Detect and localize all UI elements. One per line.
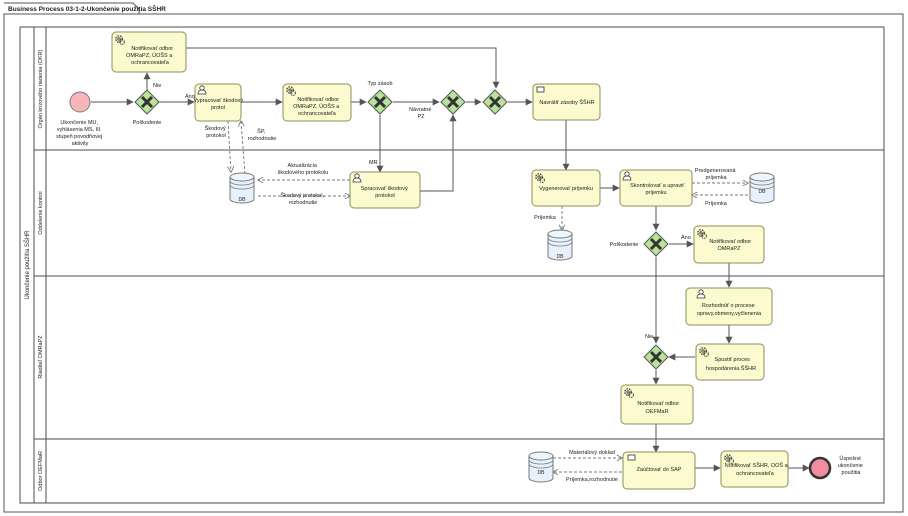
data-associations <box>228 121 748 472</box>
label-prijemka2: Príjemka <box>705 201 728 207</box>
assoc-skodovy-protokol <box>228 120 231 172</box>
gateway-merge-3[interactable] <box>642 343 670 371</box>
lane-label-omrapz: Riaditeľ OMRaPZ <box>38 335 44 379</box>
task-vypracovat-skodovy-protokol[interactable]: Vypracovať škodový protol <box>193 83 244 122</box>
flow-spracovat-to-merge <box>420 114 457 192</box>
label-skodovy-protokol: Škodový protokol <box>205 125 228 139</box>
data-store-db-2[interactable]: DB <box>547 229 573 261</box>
label-ano-1: Áno <box>185 93 195 100</box>
diagram-frame <box>3 13 904 513</box>
task-label: Notifikovať odbor OMRaPZ, ÚOŠS a ochranc… <box>293 97 341 117</box>
label-navratne-pz: Návratné PZ <box>409 107 433 120</box>
data-store-db-4[interactable]: DB <box>528 451 554 483</box>
task-label: Spustiť proces hospodárenia ŠŠHR <box>706 357 756 372</box>
data-store-label: DB <box>557 254 565 260</box>
gateway-merge-2[interactable] <box>481 88 509 116</box>
task-label: Vypracovať škodový protol <box>193 98 244 111</box>
task-label: Vygenerovať príjemku <box>539 186 593 192</box>
lane-label-kontrol: Oddelenie kontrol <box>38 191 44 234</box>
task-spracovat-skodovy-protokol[interactable]: Spracovať škodový protokol <box>349 171 421 209</box>
pool <box>19 26 885 504</box>
task-notify-oefmar[interactable]: Notifikovať odbor OEFMaR <box>620 384 694 425</box>
end-event-label: Úspešné ukončenie použitia <box>838 455 865 476</box>
task-label: Notifikovať odbor OMRaPZ, ÚOŠS a ochranc… <box>126 46 175 66</box>
task-label: Skontrolovať a upraviť príjemku <box>630 183 686 196</box>
task-label: Notifikovať odbor OEFMaR <box>637 401 680 415</box>
gateway-poskodenie-2-label: Poškodenie <box>610 242 639 248</box>
gateway-poskodenie-1[interactable] <box>133 88 161 116</box>
task-notify-omrapz-uoss-okr[interactable]: Notifikovať odbor OMRaPZ, ÚOŠS a ochranc… <box>282 83 352 122</box>
data-store-label: DB <box>538 470 546 476</box>
title-tab <box>4 2 140 14</box>
assoc-sp-rozhodnutie <box>241 121 246 175</box>
gateway-merge-1[interactable] <box>439 88 467 116</box>
task-vygenerovat-prijemku[interactable]: Vygenerovať príjemku <box>531 169 601 207</box>
flow-notify-top-to-merge <box>186 47 500 89</box>
task-skontrolovat-prijemku[interactable]: Skontrolovať a upraviť príjemku <box>619 169 693 207</box>
label-aktualizacia: Aktualizácia škodového protokolu <box>278 163 329 176</box>
start-event[interactable] <box>69 91 91 113</box>
task-label: Notifikovať SŠHR, OOŠ a ochrancovateľa <box>725 462 789 477</box>
script-icon <box>627 454 636 461</box>
script-icon <box>536 86 545 93</box>
label-prijemka: Príjemka <box>534 215 557 221</box>
data-store-label: DB <box>239 197 247 203</box>
diagram-title: Business Process 03-1-2-Ukončenie použit… <box>8 4 166 13</box>
task-label: Notifikovať odbor OMRaPZ <box>709 239 752 252</box>
task-notify-omrapz-uoss-top[interactable]: Notifikovať odbor OMRaPZ, ÚOŠS a ochranc… <box>111 31 187 73</box>
start-event-label: Ukončenie MU, vyhlásenia MS, III. stupeň… <box>56 120 104 147</box>
task-navratit-zasoby[interactable]: Navrátiť zásoby ŠŠHR <box>532 83 601 121</box>
pool-label: Ukončenie použitia SŠHR <box>24 230 31 300</box>
data-store-db-1[interactable]: DB <box>229 172 255 204</box>
task-notify-sshr-oos[interactable]: Notifikovať SŠHR, OOŠ a ochrancovateľa <box>720 450 789 488</box>
label-skodovy-rozhodnutie: Škodový protokol, rozhodnutie <box>280 192 325 206</box>
task-rozhodnut-o-procese[interactable]: Rozhodnúť o procese opravy,obmeny,vyčlen… <box>685 287 773 326</box>
label-ano-2: Áno <box>681 234 691 241</box>
task-label: Zaúčtovať do SAP <box>637 467 682 473</box>
lane-label-oefmar: Odbor OEFMaR <box>38 451 44 491</box>
flow-labels: Nie Áno MR Návratné PZ Áno Nie Škodový p… <box>153 83 737 483</box>
label-prijemka-rozhodnutie: Príjemka,rozhodnutie <box>566 477 618 483</box>
label-mr: MR <box>369 160 378 166</box>
task-label: Spracovať škodový protokol <box>361 186 410 199</box>
task-label: Navrátiť zásoby ŠŠHR <box>539 99 594 106</box>
lane-label-okr: Orgán krízového riadenia (OKR) <box>38 49 44 128</box>
end-event[interactable] <box>808 456 832 480</box>
sequence-flows <box>91 47 810 472</box>
task-zauctovat-do-sap[interactable]: Zaúčtovať do SAP <box>622 451 696 490</box>
label-predgenerovana: Predgenerovaná príjemka <box>695 168 737 181</box>
label-sp-rozhodnutie: ŠP, rozhodnutie <box>248 128 277 142</box>
gateway-poskodenie-1-label: Poškodenie <box>133 120 162 126</box>
task-notify-omrapz[interactable]: Notifikovať odbor OMRaPZ <box>693 225 765 264</box>
data-store-label: DB <box>759 189 767 195</box>
task-spustit-proces[interactable]: Spustiť proces hospodárenia ŠŠHR <box>695 343 765 381</box>
label-nie-top: Nie <box>153 83 161 89</box>
gateway-poskodenie-2[interactable] <box>642 230 670 258</box>
label-materialovy: Materiálový doklad <box>569 450 615 456</box>
gateway-typ-zasob-label: Typ zásob <box>367 81 392 87</box>
data-store-db-3[interactable]: DB <box>749 172 775 204</box>
label-nie-2: Nie <box>645 334 653 340</box>
gateway-typ-zasob[interactable] <box>366 88 394 116</box>
task-label: Rozhodnúť o procese opravy,obmeny,vyčlen… <box>697 303 762 317</box>
